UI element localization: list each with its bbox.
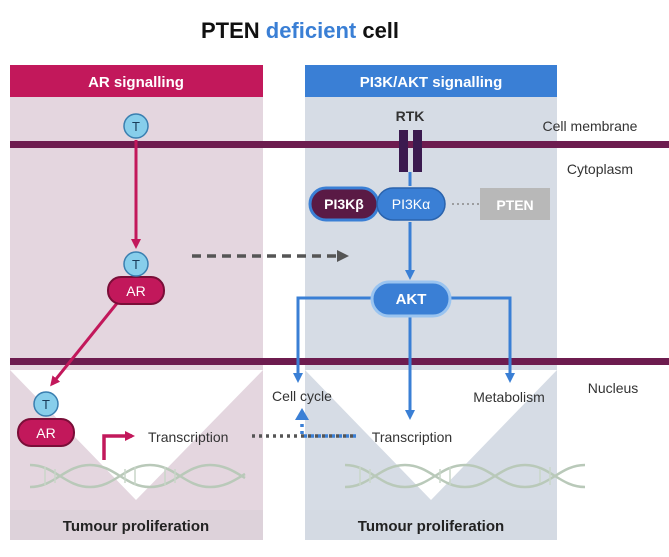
cell-cycle-dotted-arrowhead: [295, 408, 309, 420]
pi3kb-label: PI3Kβ: [324, 196, 364, 212]
nucleus-label: Nucleus: [588, 380, 639, 396]
cytoplasm-label: Cytoplasm: [567, 161, 633, 177]
cell-membrane-label: Cell membrane: [543, 118, 638, 134]
ar-label-nucleus: AR: [36, 425, 55, 441]
akt-to-metabolism-arrow: [450, 296, 515, 383]
ar-receptor-nucleus: [17, 418, 75, 447]
pten-label: PTEN: [496, 197, 533, 213]
pi3k-panel-funnel: [305, 370, 557, 500]
testosterone-label-1: T: [132, 119, 140, 134]
ar-panel-title: AR signalling: [88, 74, 184, 91]
ar-panel-header: [10, 65, 263, 97]
testosterone-label-3: T: [42, 397, 50, 412]
pi3k-panel-header: [305, 65, 557, 97]
ar-label-cytoplasm: AR: [126, 283, 145, 299]
ar-panel-funnel: [10, 370, 263, 500]
ar-panel-footer: [10, 510, 263, 540]
cell-membrane-line: [10, 141, 669, 148]
testosterone-molecule-nucleus: [33, 391, 59, 417]
metabolism-label: Metabolism: [473, 389, 545, 405]
dna-helix-ar: [29, 463, 246, 489]
pi3ka-node: [376, 187, 446, 221]
pi3k-panel-footer: [305, 510, 557, 540]
nuclear-membrane-line: [10, 358, 669, 365]
dna-rungs-ar: [44, 467, 176, 485]
pten-box: [480, 188, 550, 220]
rtk-receptor-right: [413, 130, 422, 172]
ar-nuclear-translocation-arrow: [50, 301, 120, 387]
transcription-to-cell-cycle-dotted: [300, 418, 356, 438]
dna-rungs-pi3k: [359, 467, 551, 485]
rtk-label: RTK: [396, 108, 425, 124]
testosterone-label-2: T: [132, 257, 140, 272]
rtk-receptor-left: [399, 130, 408, 172]
dna-helix-pi3k: [344, 463, 586, 489]
pi3k-tumour-proliferation: Tumour proliferation: [358, 518, 504, 535]
akt-label: AKT: [396, 291, 427, 308]
ar-tumour-proliferation: Tumour proliferation: [63, 518, 209, 535]
pi3k-transcription-label: Transcription: [372, 429, 452, 445]
cell-cycle-label: Cell cycle: [272, 388, 332, 404]
testosterone-molecule-membrane: [123, 113, 149, 139]
pi3ka-label: PI3Kα: [392, 196, 430, 212]
pi3k-panel-title: PI3K/AKT signalling: [360, 74, 503, 91]
akt-node: [370, 280, 452, 318]
testosterone-molecule-bound: [123, 251, 149, 277]
page-title: PTEN deficient cell: [201, 18, 399, 43]
ar-receptor-cytoplasm: [107, 276, 165, 305]
akt-to-cell-cycle-arrow: [293, 296, 372, 383]
ar-transcription-label: Transcription: [148, 429, 228, 445]
ar-transcription-start-arrow: [102, 431, 135, 460]
